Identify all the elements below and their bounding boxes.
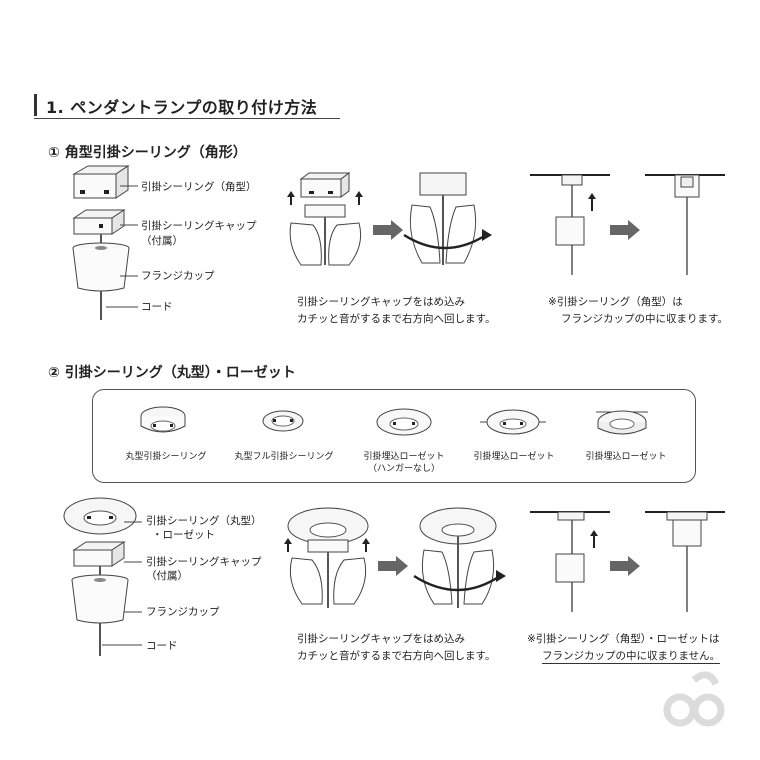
recessed-rosette-hanger-icon [596, 410, 648, 435]
section2-step-rotate-illustration [413, 507, 506, 608]
section1-caption-right-line1: ※引掛シーリング（角型）は [548, 296, 683, 308]
section1-step-rotate-illustration [403, 172, 492, 265]
label-cord-2: コード [146, 640, 178, 652]
brand-watermark-logo [663, 671, 725, 727]
label-flange-cup: フランジカップ [141, 270, 215, 282]
section1-step-insert-illustration [287, 172, 363, 266]
type-sublabel-3: （ハンガーなし） [367, 464, 440, 474]
label-cord: コード [141, 301, 173, 313]
label-round-ceiling: 引掛シーリング（丸型） [146, 515, 262, 527]
step-arrow-icon [373, 220, 403, 240]
flange-cup-illustration [72, 242, 130, 292]
section1-title: ① 角型引掛シーリング（角形） [48, 145, 247, 161]
step-arrow-icon [610, 556, 640, 576]
ceiling-cap-illustration [72, 209, 126, 235]
ceiling-cap-illustration [72, 541, 126, 567]
section1-caption-left-line2: カチッと音がするまで右方向へ回します。 [297, 313, 496, 325]
section2-caption-left-line2: カチッと音がするまで右方向へ回します。 [297, 650, 496, 662]
round-ceiling-icon [140, 406, 186, 433]
section2-leaders [102, 521, 142, 646]
round-full-ceiling-icon [262, 410, 304, 432]
page-title: 1. ペンダントランプの取り付け方法 [46, 98, 318, 117]
type-label-2: 丸型フル引掛シーリング [234, 452, 334, 462]
label-cap-included-2: （付属） [146, 570, 188, 582]
section2-parts-diagram [63, 497, 137, 656]
step-arrow-icon [610, 220, 640, 240]
flange-cup-illustration [71, 574, 129, 624]
heading-bar [34, 94, 37, 116]
section2-title: ② 引掛シーリング（丸型）・ローゼット [48, 365, 296, 381]
label-square-ceiling: 引掛シーリング（角型） [141, 181, 257, 193]
type-label-1: 丸型引掛シーリング [125, 452, 207, 462]
label-flange-cup-2: フランジカップ [146, 606, 220, 618]
label-rosette: ・ローゼット [152, 529, 215, 541]
section1-leaders [106, 185, 138, 308]
label-cap-included: （付属） [141, 235, 183, 247]
section1-caption-right-line2: フランジカップの中に収まります。 [561, 313, 728, 325]
section2-caption-right-line1: ※引掛シーリング（角型）・ローゼットは [527, 633, 720, 645]
square-ceiling-illustration [72, 165, 130, 199]
section2-caption-right-line2: フランジカップの中に収まりません。 [542, 650, 721, 664]
recessed-rosette-icon [480, 409, 546, 435]
section1-caption-left-line1: 引掛シーリングキャップをはめ込み [297, 296, 465, 308]
type-label-4: 引掛埋込ローゼット [473, 452, 555, 462]
ceiling-types-panel [92, 389, 696, 483]
section1-mount-before-illustration [530, 174, 610, 275]
section2-caption-left-line1: 引掛シーリングキャップをはめ込み [297, 633, 465, 645]
section1-mount-after-illustration [645, 174, 725, 275]
page-heading: 1. ペンダントランプの取り付け方法 [34, 92, 340, 120]
label-cap-2: 引掛シーリングキャップ [146, 556, 262, 568]
type-label-3: 引掛埋込ローゼット [363, 452, 445, 462]
heading-underline [34, 118, 340, 119]
recessed-rosette-no-hanger-icon [376, 408, 432, 436]
type-label-5: 引掛埋込ローゼット [585, 452, 667, 462]
round-ceiling-illustration [63, 497, 137, 535]
step-arrow-icon [378, 556, 408, 576]
section2-mount-after-illustration [645, 511, 725, 612]
section2-step-insert-illustration [284, 507, 370, 608]
section2-mount-before-illustration [530, 511, 610, 612]
section1-parts-diagram [72, 165, 130, 320]
label-cap: 引掛シーリングキャップ [141, 220, 257, 232]
section2-caption-right-line2-wrap: フランジカップの中に収まりません。 [542, 648, 721, 665]
